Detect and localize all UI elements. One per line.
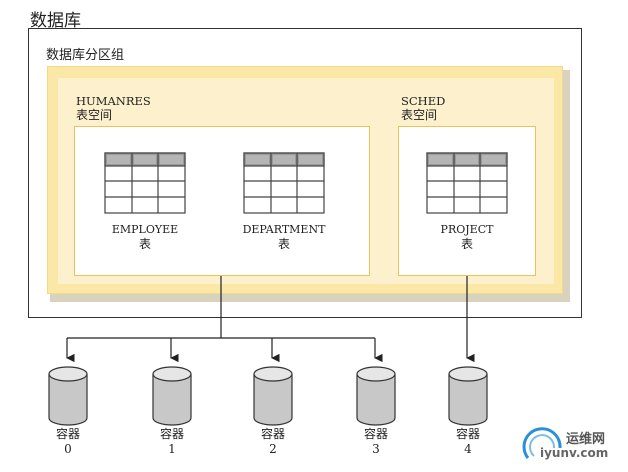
table-project-label: PROJECT 表 [407, 222, 527, 252]
container-4 [438, 366, 498, 426]
table-name: DEPARTMENT [242, 223, 326, 236]
table-kind: 表 [277, 237, 290, 251]
table-kind: 表 [138, 237, 151, 251]
container-4-label: 容器 4 [446, 427, 490, 457]
container-number: 1 [168, 442, 176, 456]
container-1-label: 容器 1 [150, 427, 194, 457]
container-0-label: 容器 0 [46, 427, 90, 457]
container-label-text: 容器 [260, 427, 285, 441]
tablespace-sched-label: SCHED 表空间 [401, 94, 445, 122]
tablespace-name: SCHED [401, 94, 446, 108]
tablespace-kind: 表空间 [76, 108, 113, 122]
container-number: 4 [464, 442, 472, 456]
container-label-text: 容器 [159, 427, 184, 441]
disk-icon [356, 366, 396, 426]
tablespace-kind: 表空间 [401, 108, 438, 122]
table-name: EMPLOYEE [111, 223, 179, 236]
watermark-logo-icon [522, 427, 562, 459]
container-2-label: 容器 2 [251, 427, 295, 457]
database-title: 数据库 [30, 11, 81, 31]
container-2 [243, 366, 303, 426]
department-table-icon [243, 152, 325, 214]
disk-icon [48, 366, 88, 426]
table-employee-label: EMPLOYEE 表 [85, 222, 205, 252]
disk-icon [253, 366, 293, 426]
employee-table-icon [104, 152, 186, 214]
tablespace-humanres-label: HUMANRES 表空间 [76, 94, 151, 122]
container-3-label: 容器 3 [354, 427, 398, 457]
disk-icon [448, 366, 488, 426]
table-department-label: DEPARTMENT 表 [224, 222, 344, 252]
container-number: 0 [64, 442, 72, 456]
container-label-text: 容器 [363, 427, 388, 441]
container-label-text: 容器 [55, 427, 80, 441]
container-label-text: 容器 [455, 427, 480, 441]
container-1 [142, 366, 202, 426]
partition-group-title: 数据库分区组 [46, 48, 125, 63]
watermark-text-cn: 运维网 [566, 432, 606, 447]
table-name: PROJECT [440, 223, 494, 236]
table-kind: 表 [460, 237, 473, 251]
container-number: 2 [269, 442, 277, 456]
tablespace-name: HUMANRES [76, 94, 151, 108]
project-table-icon [426, 152, 508, 214]
container-0 [38, 366, 98, 426]
disk-icon [152, 366, 192, 426]
container-number: 3 [372, 442, 380, 456]
watermark-text-en: iyunv.com [540, 446, 609, 460]
container-3 [346, 366, 406, 426]
